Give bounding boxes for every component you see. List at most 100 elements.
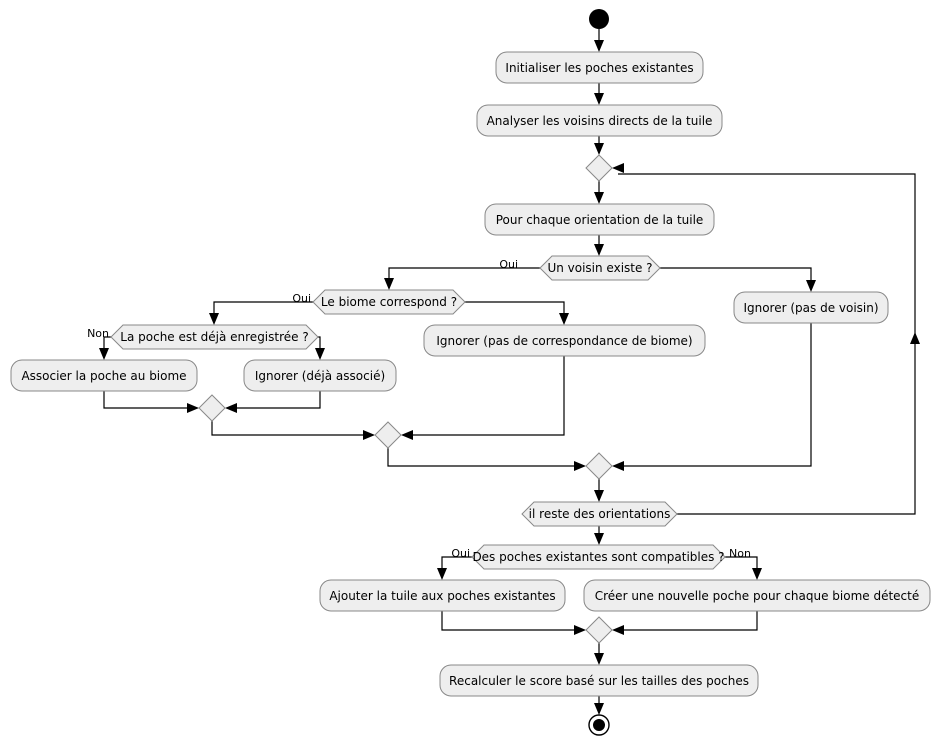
start-node xyxy=(589,9,609,29)
decision-le-biome-correspond[interactable]: Le biome correspond ? xyxy=(312,289,466,315)
decision-hexagon[interactable] xyxy=(521,501,678,527)
arrowhead-biome-oui-to-decision-poche xyxy=(209,313,219,325)
edge-ignorer-pas-de-voisin-to-merge-orient xyxy=(618,323,812,467)
arrowhead-init-to-analyse xyxy=(594,93,604,105)
activity-label: Ignorer (déjà associé) xyxy=(255,369,385,383)
end-node xyxy=(588,714,610,736)
activity-label: Analyser les voisins directs de la tuile xyxy=(487,114,713,128)
arrowhead-poche-oui-to-ignorer-deja-associe xyxy=(315,348,325,360)
activity-box[interactable] xyxy=(243,359,397,392)
activity-box[interactable] xyxy=(476,104,723,137)
arrowhead-voisin-oui-to-decision-biome xyxy=(384,278,394,290)
arrowhead-merge-final-to-recalculer xyxy=(594,653,604,665)
arrowhead-compatibles-oui-to-ajouter xyxy=(437,568,447,580)
activity-ignorer-pas-de-correspondance-de-biome[interactable]: Ignorer (pas de correspondance de biome) xyxy=(423,324,706,357)
decision-hexagon[interactable] xyxy=(539,255,661,281)
activity-box[interactable] xyxy=(319,579,566,612)
edge-creer-to-merge-final xyxy=(618,611,758,631)
edge-associer-to-merge-assoc xyxy=(103,391,193,409)
arrowhead-analyse-to-merge-top xyxy=(594,143,604,155)
decision-label: Des poches existantes sont compatibles ? xyxy=(472,550,724,564)
activity-label: Créer une nouvelle poche pour chaque bio… xyxy=(595,589,919,603)
end-node-inner-dot xyxy=(593,719,605,731)
arrowhead-voisin-non-to-ignorer-pas-de-voisin xyxy=(806,280,816,292)
edge-ignorer-pas-correspondance-to-merge-biome xyxy=(407,356,565,436)
edge-ajouter-to-merge-final xyxy=(441,611,580,631)
activity-box[interactable] xyxy=(484,203,715,236)
arrowhead-ignorer-pas-de-voisin-to-merge-orient xyxy=(612,461,624,471)
arrowhead-ignorer-pas-correspondance-to-merge-biome xyxy=(401,430,413,440)
activity-box[interactable] xyxy=(423,324,706,357)
edge-label-compatibles-oui: Oui xyxy=(451,547,470,560)
activity-box[interactable] xyxy=(10,359,198,392)
decision-label: Un voisin existe ? xyxy=(547,261,652,275)
merge-nodes-layer xyxy=(198,154,613,644)
arrowhead-compatibles-non-to-creer xyxy=(752,568,762,580)
arrowhead-poche-non-to-associer xyxy=(99,348,109,360)
activity-box[interactable] xyxy=(439,664,759,697)
activity-recalculer-le-score-base-sur-les-tailles-des-poches[interactable]: Recalculer le score basé sur les tailles… xyxy=(439,664,759,697)
decision-hexagon[interactable] xyxy=(471,544,726,570)
edge-merge-biome-to-merge-orient xyxy=(387,448,580,467)
activity-label: Initialiser les poches existantes xyxy=(505,61,693,75)
activity-analyser-les-voisins-directs-de-la-tuile[interactable]: Analyser les voisins directs de la tuile xyxy=(476,104,723,137)
arrowhead-orientations-loopback-to-merge-top xyxy=(612,163,624,173)
arrowhead-merge-top-to-foreach xyxy=(594,192,604,204)
merge-diamond-top xyxy=(585,154,613,182)
arrowhead-ignorer-deja-associe-to-merge-assoc xyxy=(225,403,237,413)
activity-nodes-layer: Initialiser les poches existantes Analys… xyxy=(10,51,931,697)
edges-layer xyxy=(99,29,920,715)
activity-pour-chaque-orientation-de-la-tuile[interactable]: Pour chaque orientation de la tuile xyxy=(484,203,715,236)
arrowhead-orientations-to-decision-compatibles xyxy=(594,533,604,545)
edge-label-biome-oui: Oui xyxy=(292,292,311,305)
activity-label: Pour chaque orientation de la tuile xyxy=(496,213,704,227)
activity-creer-une-nouvelle-poche-pour-chaque-biome-detecte[interactable]: Créer une nouvelle poche pour chaque bio… xyxy=(583,579,931,612)
arrowhead-merge-biome-to-merge-orient xyxy=(574,461,586,471)
merge-diamond-biome xyxy=(374,421,402,449)
decision-il-reste-des-orientations[interactable]: il reste des orientations xyxy=(521,501,678,527)
activity-associer-la-poche-au-biome[interactable]: Associer la poche au biome xyxy=(10,359,198,392)
arrowhead-start-to-init xyxy=(594,40,604,52)
decision-hexagon[interactable] xyxy=(312,289,466,315)
decision-label: Le biome correspond ? xyxy=(321,295,457,309)
arrowhead-merge-orient-to-decision-orientations xyxy=(594,490,604,502)
activity-label: Ajouter la tuile aux poches existantes xyxy=(329,589,555,603)
arrowhead-biome-non-to-ignorer-pas-correspondance xyxy=(559,313,569,325)
arrowhead-associer-to-merge-assoc xyxy=(187,403,199,413)
merge-diamond-orientations xyxy=(585,452,613,480)
activity-box[interactable] xyxy=(495,51,704,84)
activity-label: Ignorer (pas de correspondance de biome) xyxy=(436,334,692,348)
edge-biome-non-to-ignorer-pas-correspondance xyxy=(465,301,565,319)
arrowhead-foreach-to-decision-voisin xyxy=(594,244,604,256)
activity-ajouter-la-tuile-aux-poches-existantes[interactable]: Ajouter la tuile aux poches existantes xyxy=(319,579,566,612)
arrowhead-ajouter-to-merge-final xyxy=(574,625,586,635)
decision-label: La poche est déjà enregistrée ? xyxy=(120,330,308,344)
edge-label-compatibles-non: Non xyxy=(729,547,751,560)
activity-initialiser-les-poches-existantes[interactable]: Initialiser les poches existantes xyxy=(495,51,704,84)
decision-un-voisin-existe[interactable]: Un voisin existe ? xyxy=(539,255,661,281)
decision-nodes-layer: Un voisin existe ? Le biome correspond ?… xyxy=(110,255,726,570)
activity-ignorer-pas-de-voisin[interactable]: Ignorer (pas de voisin) xyxy=(733,291,889,324)
edge-label-voisin-oui: Oui xyxy=(499,258,518,271)
arrowhead-orientations-loopback-upward xyxy=(910,332,920,344)
merge-diamond-associer xyxy=(198,394,226,422)
decision-des-poches-existantes-sont-compatibles[interactable]: Des poches existantes sont compatibles ? xyxy=(471,544,726,570)
arrowhead-creer-to-merge-final xyxy=(612,625,624,635)
start-node-circle xyxy=(589,9,609,29)
activity-box[interactable] xyxy=(733,291,889,324)
decision-hexagon[interactable] xyxy=(110,324,319,350)
decision-la-poche-est-deja-enregistree[interactable]: La poche est déjà enregistrée ? xyxy=(110,324,319,350)
activity-label: Ignorer (pas de voisin) xyxy=(743,301,878,315)
activity-box[interactable] xyxy=(583,579,931,612)
edge-voisin-non-to-ignorer-pas-de-voisin xyxy=(660,267,812,286)
decision-label: il reste des orientations xyxy=(529,507,671,521)
arrowhead-merge-assoc-to-merge-biome xyxy=(363,430,375,440)
arrowhead-recalculer-to-end xyxy=(594,703,604,715)
activity-label: Associer la poche au biome xyxy=(21,369,186,383)
edge-labels-layer: Oui Oui Non Oui Non xyxy=(87,258,751,560)
activity-ignorer-deja-associe[interactable]: Ignorer (déjà associé) xyxy=(243,359,397,392)
merge-diamond-final xyxy=(585,616,613,644)
edge-ignorer-deja-associe-to-merge-assoc xyxy=(231,391,321,409)
